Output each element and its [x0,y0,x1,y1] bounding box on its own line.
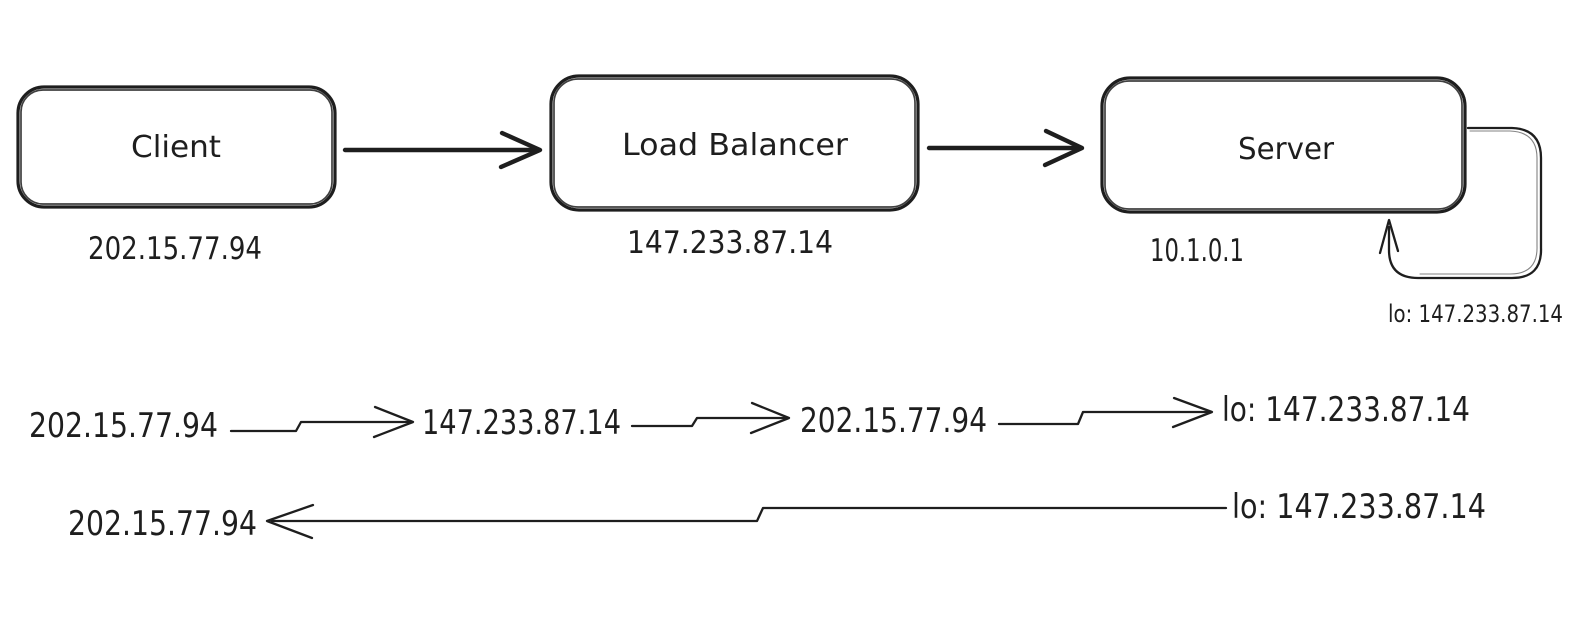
client-node-box-sketch-echo [20,89,333,205]
client-ip-label: 202.15.77.94 [88,231,262,267]
server-loopback-arrow: lo: 147.233.87.14 [1378,126,1563,328]
flow-arrow-1-line [229,420,411,433]
load-balancer-ip-label: 147.233.87.14 [627,225,833,261]
arrowhead-right-icon [498,130,543,170]
client-node-label: Client [131,130,221,165]
arrowhead-right-icon [372,405,415,439]
arrowhead-right-icon [1171,396,1214,429]
flow-request-hop-1: 147.233.87.14 [422,403,621,443]
flow-arrow-3 [997,396,1214,429]
load-balancer-node-label: Load Balancer [622,128,849,163]
server-ip-label: 10.1.0.1 [1150,233,1244,269]
client-node-box [16,85,337,209]
loopback-arrow-sketch-echo [1419,130,1538,275]
flow-arrow-2-line [630,416,788,428]
loopback-address-label: lo: 147.233.87.14 [1388,300,1563,328]
server-node: Server 10.1.0.1 [1100,76,1467,269]
client-node: Client 202.15.77.94 [16,85,337,267]
load-balancer-node-box-sketch-echo [553,78,916,208]
flow-arrow-3-line [997,410,1210,426]
flow-request-hop-0: 202.15.77.94 [29,406,218,446]
flow-arrow-1 [229,405,415,439]
server-node-box [1100,76,1467,214]
load-balancer-node-box [549,74,920,212]
arrow-client-to-load-balancer [342,130,543,170]
flow-request-hop-3: lo: 147.233.87.14 [1222,390,1470,430]
flow-request-row: 202.15.77.94 147.233.87.14 202.15.77.94 … [29,390,1470,446]
flow-response-source: lo: 147.233.87.14 [1232,487,1486,527]
flow-response-row: 202.15.77.94 lo: 147.233.87.14 [68,487,1486,544]
arrowhead-left-icon [265,503,315,540]
flow-return-arrow-line [270,506,1228,523]
arrow-load-balancer-to-server [926,128,1085,168]
flow-request-hop-2: 202.15.77.94 [800,401,987,441]
load-balancer-node: Load Balancer 147.233.87.14 [549,74,920,261]
flow-return-arrow [265,503,1228,540]
flow-response-destination: 202.15.77.94 [68,504,257,544]
loopback-arrow-line [1387,126,1543,280]
server-node-label: Server [1238,132,1335,167]
flow-arrow-2 [630,401,791,435]
arrowhead-right-icon [749,401,791,435]
server-node-box-sketch-echo [1104,80,1463,210]
arrowhead-right-icon [1042,128,1085,168]
arrowhead-up-icon [1378,218,1400,255]
